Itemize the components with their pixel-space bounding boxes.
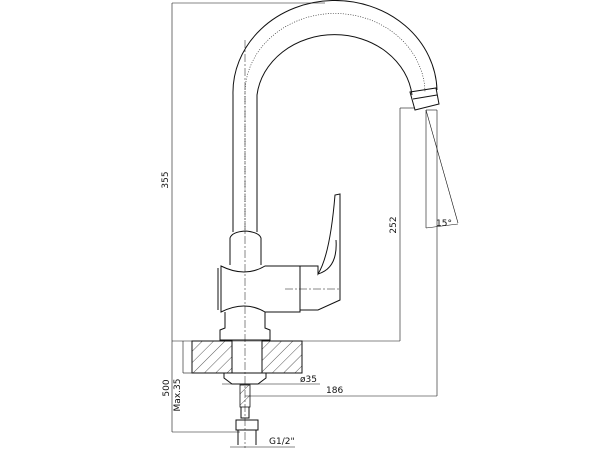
dimension-lines [171, 2, 459, 448]
label-angle: 15° [436, 219, 452, 229]
faucet-body [217, 0, 440, 448]
label-reach: 186 [326, 386, 343, 396]
label-355: 355 [161, 171, 171, 188]
countertop [191, 340, 303, 374]
label-max35: Max.35 [173, 379, 183, 412]
dimension-labels: 355 252 15° ø35 186 500 Max.35 G1/2" [161, 171, 452, 447]
label-thread: G1/2" [269, 437, 295, 447]
label-500: 500 [162, 379, 172, 396]
label-252: 252 [389, 216, 399, 233]
label-diameter: ø35 [300, 375, 317, 385]
